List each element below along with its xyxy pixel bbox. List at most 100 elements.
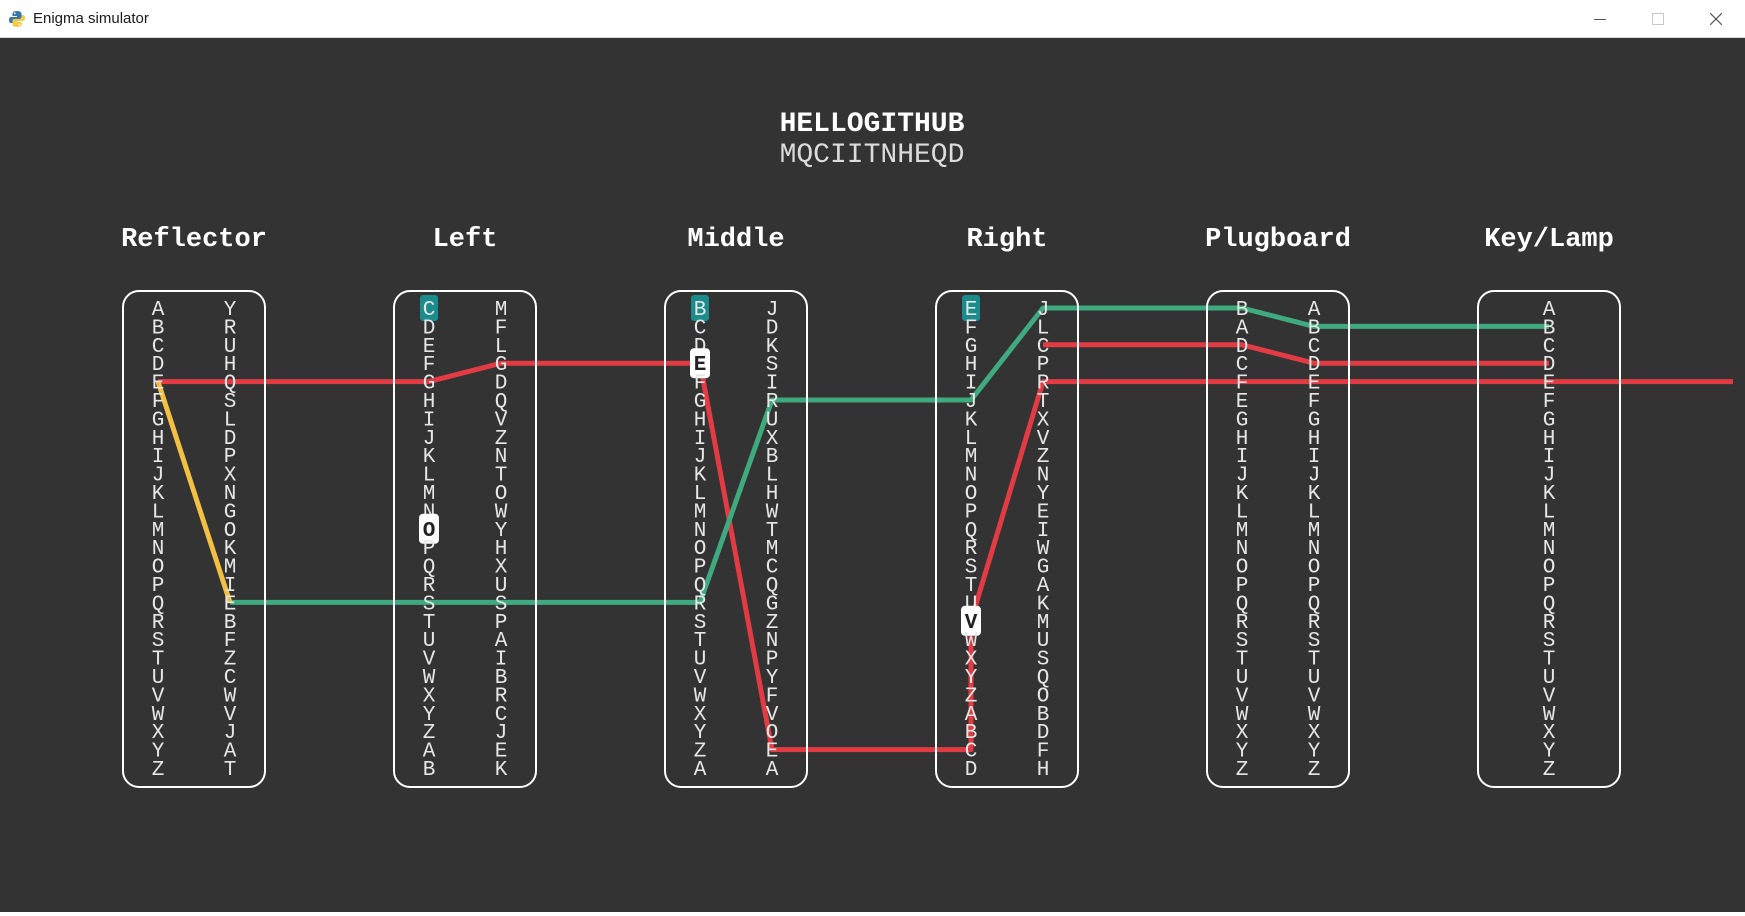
reflector-letter: Q xyxy=(152,593,165,616)
middle-letter: B xyxy=(694,299,707,322)
reflector-letter: L xyxy=(152,501,165,524)
middle-letter: P xyxy=(766,649,779,672)
middle-letter: Q xyxy=(694,575,707,598)
reflector-letter: I xyxy=(224,575,237,598)
reflector-letter: V xyxy=(152,685,165,708)
middle-letter: Y xyxy=(766,667,779,690)
key-lamp-letter: Z xyxy=(1543,759,1556,782)
right-letter: T xyxy=(965,575,978,598)
left-letter: I xyxy=(495,649,508,672)
minimize-icon xyxy=(1594,19,1606,20)
middle-ring-marker xyxy=(690,348,710,379)
left-letter: F xyxy=(423,354,436,377)
window-titlebar[interactable]: Enigma simulator xyxy=(0,0,1745,38)
minimize-button[interactable] xyxy=(1571,0,1629,38)
left-letter: D xyxy=(423,317,436,340)
plugboard-letter: Y xyxy=(1308,741,1321,764)
right-letter: A xyxy=(965,704,978,727)
right-ring-letter: V xyxy=(965,612,978,635)
key-lamp-letter: I xyxy=(1543,446,1556,469)
right-letter: S xyxy=(965,557,978,580)
middle-letter: U xyxy=(694,649,707,672)
key-lamp-title: Key/Lamp xyxy=(1484,225,1614,255)
reflector-letter: B xyxy=(224,612,237,635)
plugboard-letter: T xyxy=(1308,649,1321,672)
left-letter: B xyxy=(423,759,436,782)
reflector-letter: H xyxy=(224,354,237,377)
plugboard-letter: W xyxy=(1308,704,1321,727)
close-button[interactable] xyxy=(1687,0,1745,38)
left-letter: Z xyxy=(423,722,436,745)
left-letter: P xyxy=(423,538,436,561)
key-lamp-letter: X xyxy=(1543,722,1556,745)
reflector-letter: M xyxy=(152,520,165,543)
middle-letter: P xyxy=(694,557,707,580)
reflector-letter: H xyxy=(152,428,165,451)
right-letter: H xyxy=(965,354,978,377)
plugboard-letter: S xyxy=(1236,630,1249,653)
reflector-box xyxy=(122,290,266,788)
middle-letter: Z xyxy=(694,741,707,764)
right-letter: P xyxy=(1037,354,1050,377)
left-letter: F xyxy=(495,317,508,340)
left-letter: H xyxy=(495,538,508,561)
middle-box xyxy=(664,290,808,788)
plugboard-letter: Q xyxy=(1236,593,1249,616)
right-letter: O xyxy=(1037,685,1050,708)
right-letter: R xyxy=(1037,373,1050,396)
plugboard-letter: N xyxy=(1236,538,1249,561)
plugboard-letter: A xyxy=(1308,299,1321,322)
reflector-letter: B xyxy=(152,317,165,340)
right-letter: Q xyxy=(965,520,978,543)
reflector-letter: D xyxy=(152,354,165,377)
key-lamp-letter: N xyxy=(1543,538,1556,561)
plugboard-letter: C xyxy=(1308,336,1321,359)
right-letter: J xyxy=(1037,299,1050,322)
maximize-icon xyxy=(1652,13,1664,25)
plugboard-letter: E xyxy=(1236,391,1249,414)
reflector-letter: R xyxy=(224,317,237,340)
key-lamp-letter: A xyxy=(1543,299,1556,322)
left-letter: T xyxy=(495,465,508,488)
middle-letter: C xyxy=(694,317,707,340)
reflector-letter: O xyxy=(224,520,237,543)
key-lamp-letter: Q xyxy=(1543,593,1556,616)
middle-letter: I xyxy=(766,373,779,396)
key-lamp-letter: W xyxy=(1543,704,1556,727)
right-letter: F xyxy=(965,317,978,340)
left-letter: G xyxy=(495,354,508,377)
reflector-letter: P xyxy=(224,446,237,469)
right-letter: Q xyxy=(1037,667,1050,690)
plugboard-letter: J xyxy=(1236,465,1249,488)
right-letter: G xyxy=(1037,557,1050,580)
middle-letter: U xyxy=(766,409,779,432)
left-letter: T xyxy=(423,612,436,635)
middle-letter: F xyxy=(694,373,707,396)
right-letter: C xyxy=(1037,336,1050,359)
left-letter: R xyxy=(495,685,508,708)
plugboard-letter: P xyxy=(1308,575,1321,598)
right-letter: C xyxy=(965,741,978,764)
plugboard-letter: I xyxy=(1308,446,1321,469)
left-letter: W xyxy=(495,501,508,524)
middle-letter: T xyxy=(694,630,707,653)
reflector-letter: F xyxy=(152,391,165,414)
reflector-letter: R xyxy=(152,612,165,635)
middle-letter: D xyxy=(766,317,779,340)
maximize-button[interactable] xyxy=(1629,0,1687,38)
left-letter: H xyxy=(423,391,436,414)
left-letter: X xyxy=(423,685,436,708)
reflector-letter: M xyxy=(224,557,237,580)
right-letter: Y xyxy=(965,667,978,690)
reflector-letter: L xyxy=(224,409,237,432)
middle-letter: A xyxy=(694,759,707,782)
right-letter: W xyxy=(1037,538,1050,561)
left-letter: L xyxy=(423,465,436,488)
left-letter: Y xyxy=(495,520,508,543)
right-letter: M xyxy=(965,446,978,469)
middle-letter: R xyxy=(694,593,707,616)
plugboard-letter: Z xyxy=(1308,759,1321,782)
key-lamp-letter: M xyxy=(1543,520,1556,543)
plugboard-letter: O xyxy=(1308,557,1321,580)
